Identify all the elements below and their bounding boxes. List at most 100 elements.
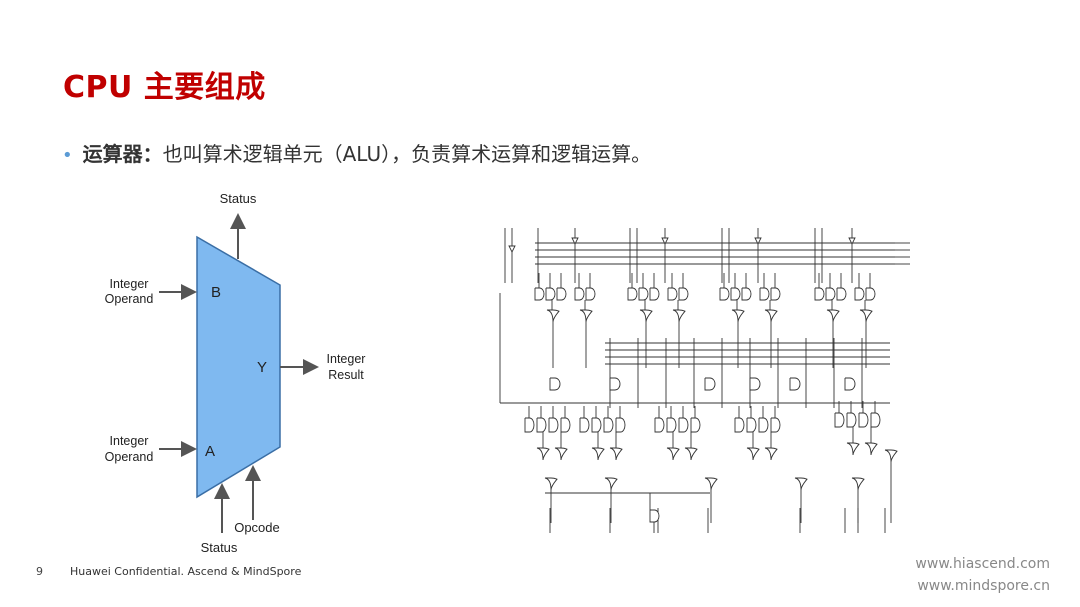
- logic-gate: [764, 309, 778, 323]
- opcode-label: Opcode: [234, 520, 280, 535]
- logic-gate: [672, 309, 686, 323]
- logic-gate: [746, 417, 757, 433]
- bullet-term: 运算器：: [82, 142, 163, 166]
- logic-gate: [844, 377, 856, 391]
- logic-gate: [836, 287, 847, 301]
- port-b: B: [211, 284, 221, 301]
- logic-gate: [639, 309, 653, 323]
- logic-gate: [536, 417, 547, 433]
- status-bottom-label: Status: [201, 540, 238, 555]
- logic-gate: [770, 287, 781, 301]
- logic-gate: [730, 287, 741, 301]
- logic-gate: [826, 309, 840, 323]
- logic-gate: [609, 377, 621, 391]
- logic-gate: [851, 477, 865, 491]
- logic-gate: [884, 449, 898, 463]
- logic-gate: [734, 417, 745, 433]
- logic-gate: [534, 287, 545, 301]
- link-mindspore[interactable]: www.mindspore.cn: [917, 578, 1050, 594]
- logic-gate: [666, 447, 680, 461]
- alu-shape: [196, 235, 281, 499]
- logic-gate: [604, 477, 618, 491]
- logic-gate: [764, 447, 778, 461]
- logic-gate: [536, 447, 550, 461]
- logic-gate: [649, 287, 660, 301]
- footer-confidential: Huawei Confidential. Ascend & MindSpore: [70, 565, 302, 578]
- logic-gate: [846, 412, 857, 428]
- buffer-gate: [571, 237, 579, 246]
- input-b-label-2: Operand: [105, 292, 154, 306]
- logic-gate: [834, 412, 845, 428]
- port-a: A: [205, 443, 215, 460]
- logic-gate: [858, 412, 869, 428]
- logic-gate: [638, 287, 649, 301]
- logic-gate: [719, 287, 730, 301]
- logic-gate: [554, 447, 568, 461]
- logic-gate: [579, 309, 593, 323]
- logic-gate: [667, 287, 678, 301]
- logic-gate: [524, 417, 535, 433]
- logic-gate: [770, 417, 781, 433]
- logic-gate: [549, 377, 561, 391]
- logic-gate: [684, 447, 698, 461]
- status-top-label: Status: [220, 191, 257, 206]
- logic-gate: [585, 287, 596, 301]
- logic-gate: [741, 287, 752, 301]
- input-a-label-1: Integer: [110, 434, 149, 448]
- logic-gate: [731, 309, 745, 323]
- output-y-label-1: Integer: [327, 352, 366, 366]
- buffer-gate: [754, 237, 762, 246]
- logic-gate: [825, 287, 836, 301]
- logic-gate: [749, 377, 761, 391]
- logic-gate: [794, 477, 808, 491]
- logic-gate: [649, 509, 660, 523]
- logic-gate: [574, 287, 585, 301]
- logic-gate: [615, 417, 626, 433]
- logic-gate: [704, 477, 718, 491]
- logic-gate: [548, 417, 559, 433]
- input-b-label-1: Integer: [110, 277, 149, 291]
- logic-gate: [666, 417, 677, 433]
- buffer-gate: [508, 245, 516, 254]
- logic-gate: [859, 309, 873, 323]
- page-number: 9: [36, 565, 43, 578]
- buffer-gate: [848, 237, 856, 246]
- logic-gate: [627, 287, 638, 301]
- logic-gate: [609, 447, 623, 461]
- logic-gate: [546, 309, 560, 323]
- logic-gate: [591, 447, 605, 461]
- logic-gate: [846, 442, 860, 456]
- logic-gate: [603, 417, 614, 433]
- logic-gate: [560, 417, 571, 433]
- logic-gate: [814, 287, 825, 301]
- logic-gate: [854, 287, 865, 301]
- logic-gate: [678, 287, 689, 301]
- logic-gate: [789, 377, 801, 391]
- bullet-text: 也叫算术逻辑单元（ALU），负责算术运算和逻辑运算。: [162, 142, 652, 166]
- logic-gate: [579, 417, 590, 433]
- output-y-label-2: Result: [328, 368, 364, 382]
- logic-gate: [678, 417, 689, 433]
- logic-gate: [865, 287, 876, 301]
- buffer-gate: [661, 237, 669, 246]
- logic-gate: [870, 412, 881, 428]
- link-hiascend[interactable]: www.hiascend.com: [915, 556, 1050, 572]
- logic-gate: [759, 287, 770, 301]
- logic-gate: [591, 417, 602, 433]
- logic-gate: [690, 417, 701, 433]
- logic-gate: [654, 417, 665, 433]
- logic-gate: [704, 377, 716, 391]
- logic-gate: [544, 477, 558, 491]
- alu-diagram: Status Integer Operand B Y Integer Resul…: [105, 191, 366, 555]
- logic-gate: [864, 442, 878, 456]
- bullet-dot-icon: •: [62, 145, 73, 166]
- logic-gate: [758, 417, 769, 433]
- slide-title: CPU 主要组成: [63, 70, 266, 105]
- alu-gate-schematic: [499, 228, 910, 533]
- port-y: Y: [257, 359, 267, 376]
- bullet-alu: • 运算器：也叫算术逻辑单元（ALU），负责算术运算和逻辑运算。: [62, 138, 651, 167]
- logic-gate: [556, 287, 567, 301]
- logic-gate: [746, 447, 760, 461]
- input-a-label-2: Operand: [105, 450, 154, 464]
- logic-gate: [545, 287, 556, 301]
